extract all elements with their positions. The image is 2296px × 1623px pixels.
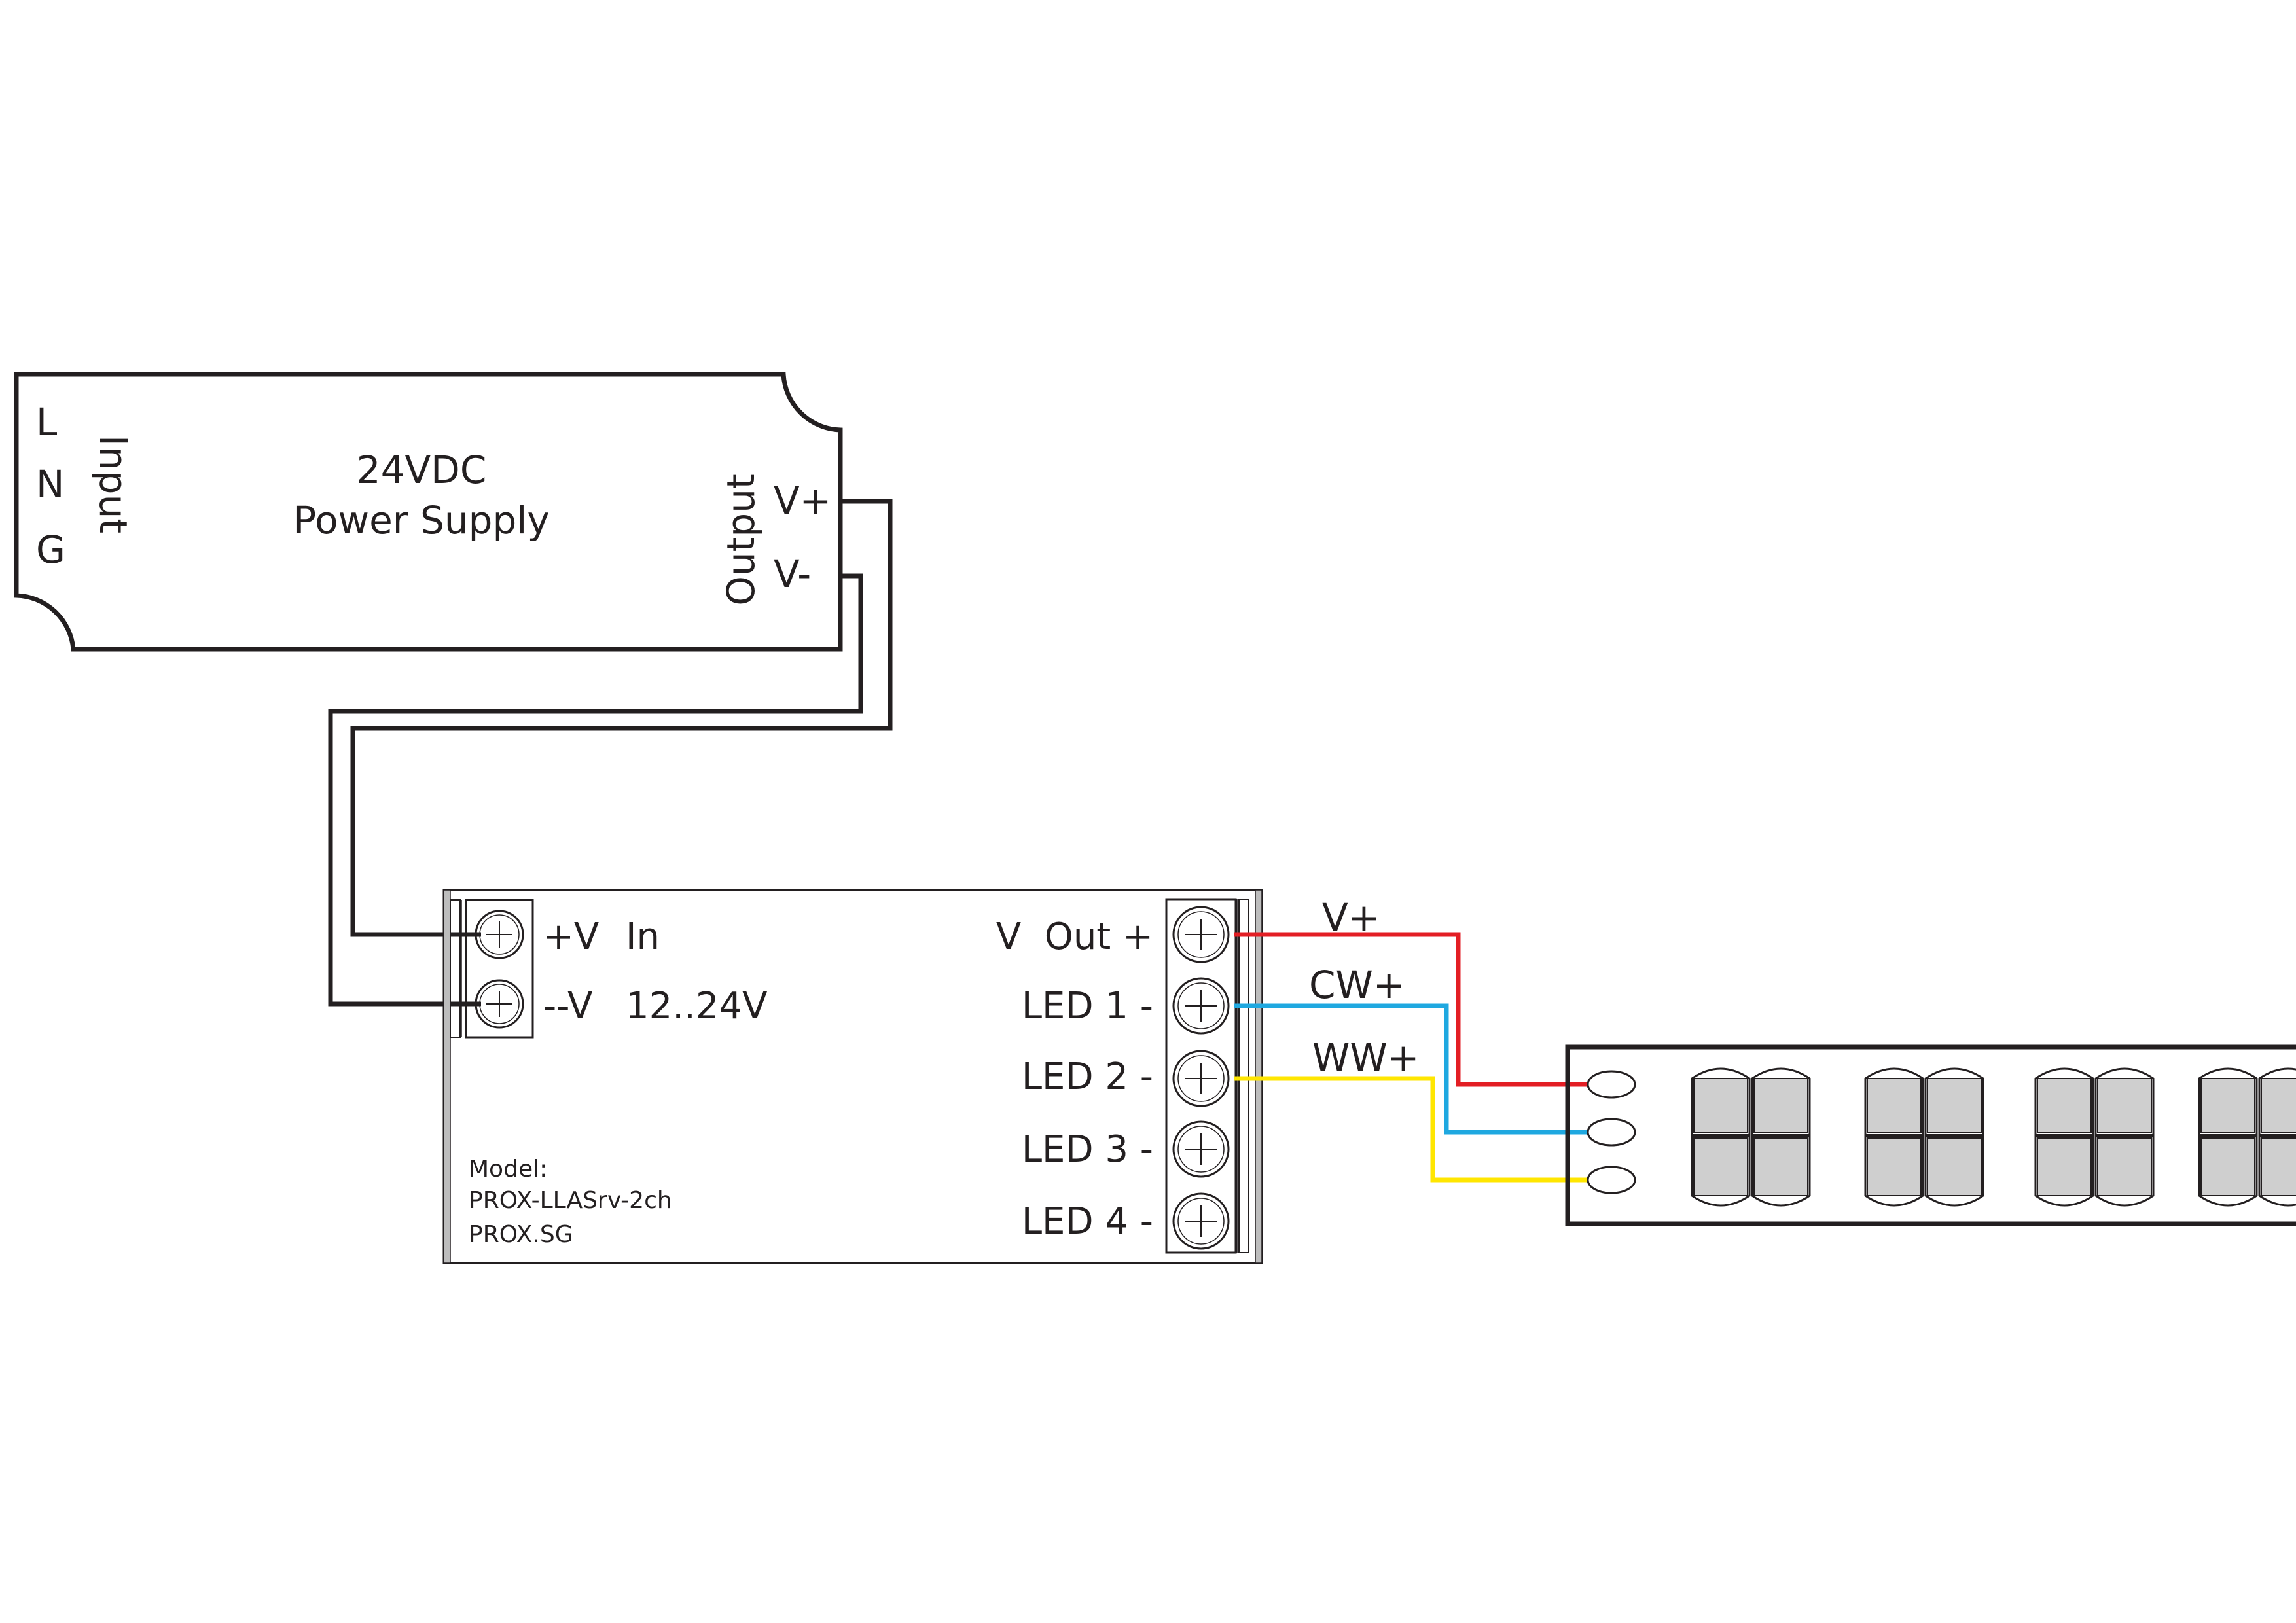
vplus-supply-wire <box>350 499 893 937</box>
vplus-wire-label: V+ <box>1322 895 1380 940</box>
screw-terminal-icon <box>475 910 524 959</box>
solder-pad-icon <box>1587 1070 1636 1099</box>
screw-terminal-icon <box>1172 1050 1230 1107</box>
psu-input-label: Input <box>91 435 135 533</box>
in-bottom-text: 12..24V <box>626 985 767 1027</box>
power-supply-body <box>14 372 843 652</box>
out-terminal-label: LED 2 - <box>1022 1056 1153 1098</box>
power-supply: 24VDC Power Supply L N G Input Output V+… <box>14 372 843 652</box>
led-chip-icon <box>1864 1067 1924 1207</box>
solder-pad-icon <box>1587 1166 1636 1194</box>
psu-terminal-vplus: V+ <box>774 478 831 523</box>
led-chip-icon <box>2258 1067 2296 1207</box>
led-wires <box>1234 932 1589 1183</box>
out-terminal-label: LED 4 - <box>1022 1200 1153 1243</box>
led-chip-icon <box>2198 1067 2258 1207</box>
cw-wire-label: CW+ <box>1309 963 1405 1007</box>
in-bottom-pin-label: --V <box>543 985 592 1027</box>
ww-wire <box>1234 1076 1589 1183</box>
psu-terminal-g: G <box>36 527 65 572</box>
brand-name: PROX.SG <box>469 1221 573 1248</box>
psu-title-line2: Power Supply <box>293 498 549 543</box>
out-terminal-label: LED 1 - <box>1022 985 1153 1027</box>
in-top-pin-label: +V <box>543 916 599 958</box>
screw-terminal-icon <box>1172 977 1230 1035</box>
vplus-wire <box>1234 932 1589 1087</box>
led-chip-icon <box>2034 1067 2094 1207</box>
controller-rail-left <box>443 889 451 1264</box>
output-terminal-block <box>1165 898 1249 1254</box>
model-name: PROX-LLASrv-2ch <box>469 1187 672 1214</box>
screw-terminal-icon <box>1172 1192 1230 1250</box>
psu-title-line1: 24VDC <box>357 448 487 492</box>
screw-terminal-icon <box>1172 1120 1230 1178</box>
psu-terminal-n: N <box>36 462 64 507</box>
cw-wire <box>1234 1003 1589 1135</box>
dc-supply-wires <box>328 499 893 1007</box>
screw-terminal-icon <box>475 979 524 1029</box>
led-chip-icon <box>1924 1067 1984 1207</box>
ww-wire-label: WW+ <box>1312 1035 1419 1080</box>
model-label: Model: <box>469 1156 547 1183</box>
psu-terminal-vminus: V- <box>774 552 811 596</box>
screw-terminal-icon <box>1172 906 1230 963</box>
controller: +V In --V 12..24V V Out + LED 1 - LED 2 … <box>442 889 1263 1264</box>
led-chip-icon <box>1691 1067 1751 1207</box>
vminus-supply-wire <box>328 573 863 1007</box>
out-terminal-label: LED 3 - <box>1022 1128 1153 1171</box>
psu-terminal-l: L <box>36 400 57 444</box>
led-strip <box>1565 1044 2296 1226</box>
out-terminal-label: V Out + <box>996 916 1153 958</box>
led-strip-outline <box>1565 1044 2296 1226</box>
psu-output-label: Output <box>719 474 763 605</box>
led-chip-icon <box>2094 1067 2155 1207</box>
led-chip-icon <box>1751 1067 1811 1207</box>
solder-pad-icon <box>1587 1118 1636 1147</box>
input-terminal-block <box>450 899 534 1039</box>
in-top-text: In <box>626 916 660 958</box>
